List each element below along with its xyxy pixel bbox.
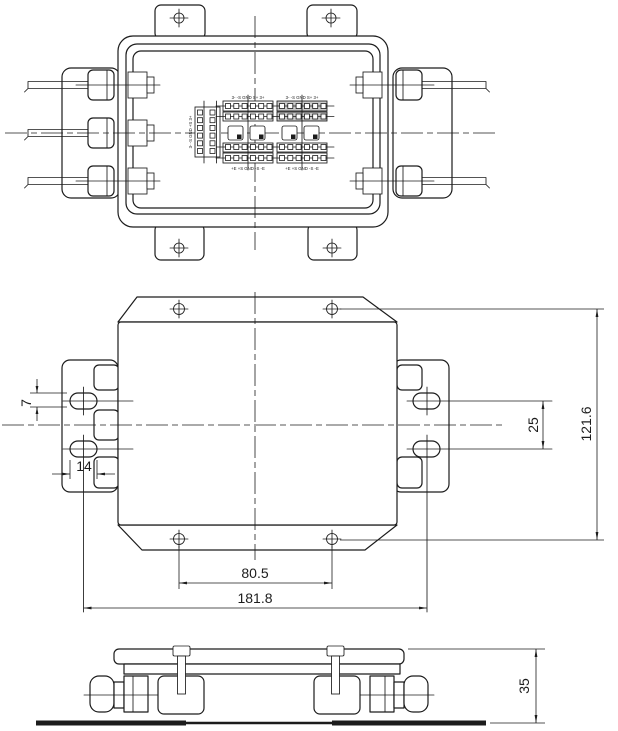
terminal-label-top-right: 3- -S GND S+ 3+ bbox=[286, 95, 319, 100]
trim-pots bbox=[227, 125, 320, 141]
dimension-mounting-height: 121.6 bbox=[578, 406, 594, 441]
dimension-slot-width: 14 bbox=[76, 458, 92, 474]
base-screw-holes bbox=[169, 299, 342, 549]
terminal-label-bottom-right: +E +S GND -S -E bbox=[285, 166, 319, 171]
terminal-blocks: 3- -S GND +S 3+ bbox=[188, 94, 335, 171]
enclosure-base bbox=[117, 296, 398, 551]
tab-screw-holes bbox=[169, 8, 342, 258]
dim-slot-height-lines bbox=[30, 379, 67, 421]
front-dimensions: 7 14 25 121.6 80.5 bbox=[18, 308, 604, 610]
dim-mounting-height-lines bbox=[340, 308, 604, 541]
terminal-label-top-left: 3- -S GND S+ 3+ bbox=[232, 95, 265, 100]
top-view: 3- -S GND +S 3+ bbox=[5, 4, 498, 261]
side-lid bbox=[113, 648, 405, 665]
side-lid-screws bbox=[172, 645, 345, 695]
dimension-slot-height: 7 bbox=[18, 399, 34, 407]
cables bbox=[24, 81, 490, 189]
dimension-overall-width: 181.8 bbox=[237, 590, 272, 606]
dimension-hole-pitch: 80.5 bbox=[241, 565, 268, 581]
side-view: 35 bbox=[36, 645, 545, 726]
side-body-strip bbox=[123, 663, 401, 675]
jumper-links bbox=[215, 105, 335, 159]
dim-slot-width-lines bbox=[52, 460, 115, 479]
terminal-label-bottom-left: +E +S GND -S -E bbox=[231, 166, 265, 171]
terminal-block-vertical: 3- -S GND +S 3+ bbox=[188, 100, 221, 164]
dimension-slot-pitch: 25 bbox=[525, 417, 541, 433]
bracket-slots bbox=[62, 386, 553, 613]
side-cable-glands bbox=[83, 675, 435, 713]
side-dimensions: 35 bbox=[408, 648, 545, 724]
front-view: 7 14 25 121.6 80.5 bbox=[2, 292, 604, 613]
front-view-centerlines bbox=[2, 292, 505, 560]
dim-hole-pitch-lines bbox=[178, 546, 333, 589]
dimension-box-height: 35 bbox=[516, 678, 532, 694]
terminal-label-vertical: 3- -S GND +S 3+ bbox=[188, 115, 193, 148]
